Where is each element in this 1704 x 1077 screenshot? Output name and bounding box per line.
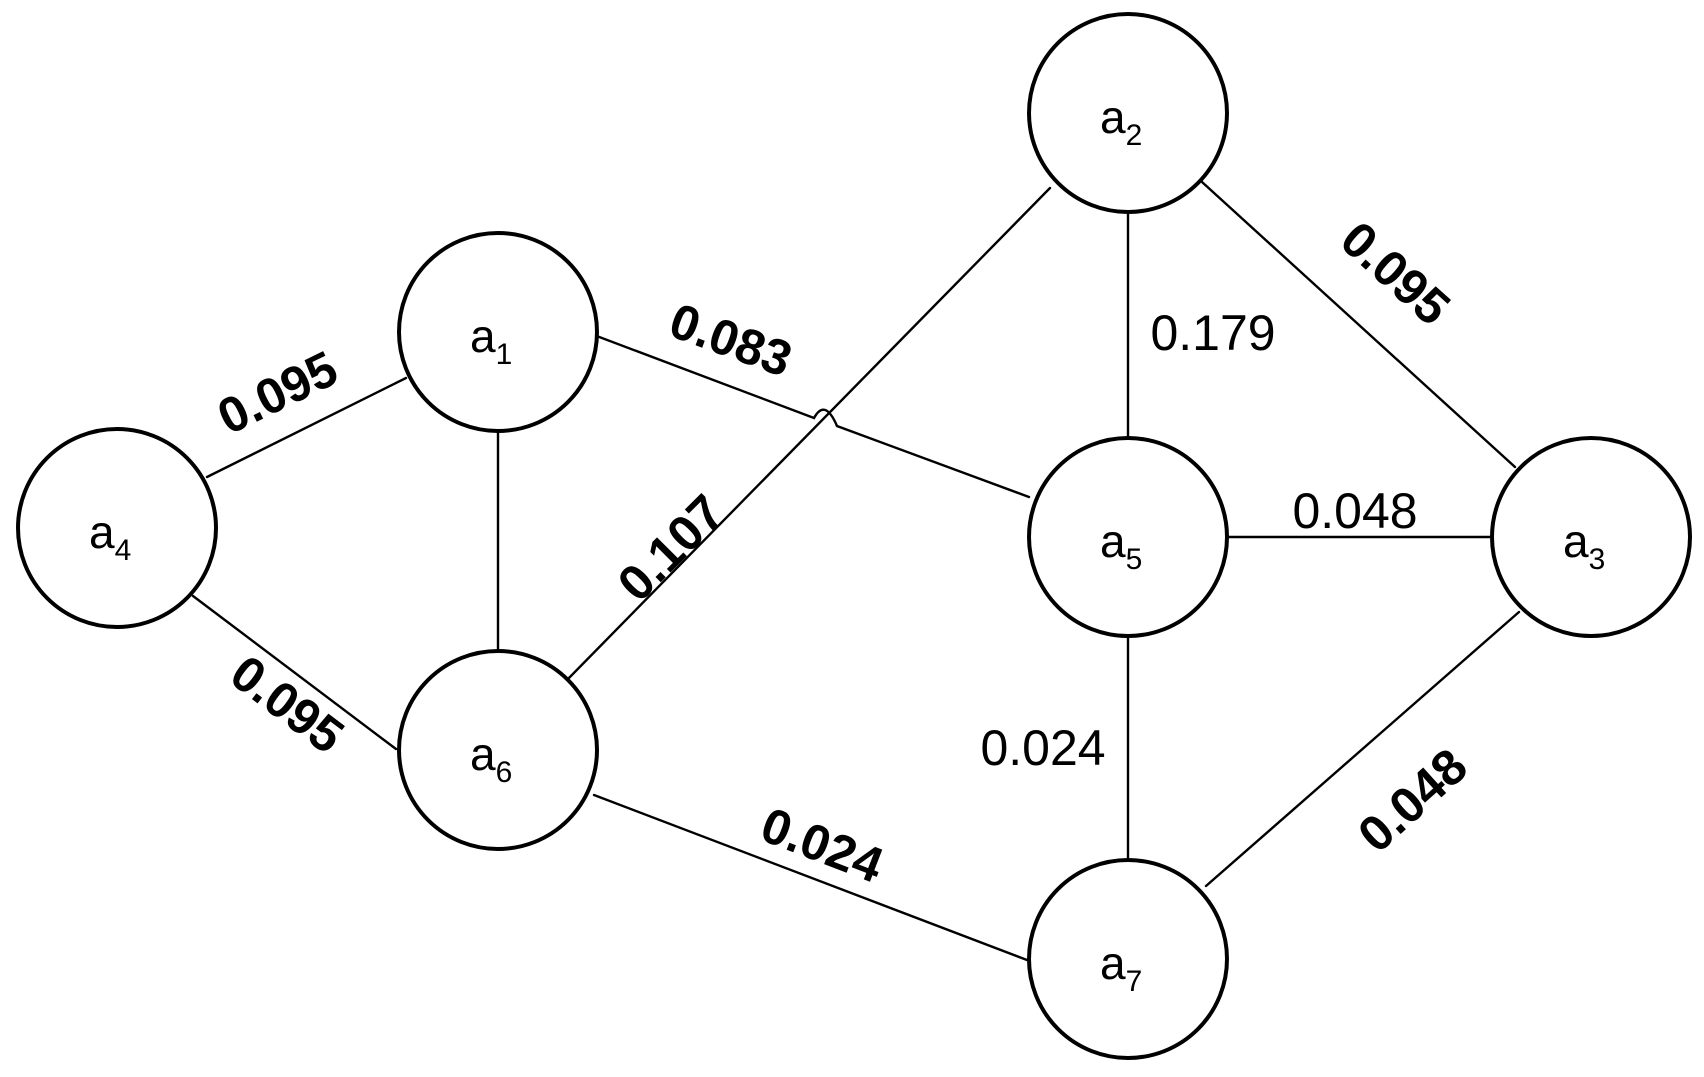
node-a6-base: a xyxy=(470,728,496,780)
node-a1-label: a1 xyxy=(470,310,512,371)
node-a7-label: a7 xyxy=(1100,937,1142,998)
edge-label-a6-a2: 0.107 xyxy=(607,484,735,612)
node-a3-base: a xyxy=(1563,515,1589,567)
node-a1-base: a xyxy=(470,310,496,362)
node-a2: a2 xyxy=(1027,12,1229,214)
node-a6-circle xyxy=(397,649,599,851)
node-a4-label: a4 xyxy=(89,506,131,567)
node-a2-label: a2 xyxy=(1100,91,1142,152)
node-a4-circle xyxy=(16,427,218,629)
node-a2-sub: 2 xyxy=(1126,119,1143,152)
node-a7: a7 xyxy=(1027,858,1229,1060)
node-a1: a1 xyxy=(397,231,599,433)
node-a1-circle xyxy=(397,231,599,433)
node-a3-label: a3 xyxy=(1563,515,1605,576)
node-a4: a4 xyxy=(16,427,218,629)
node-a5-sub: 5 xyxy=(1126,543,1143,576)
node-a7-circle xyxy=(1027,858,1229,1060)
node-a2-circle xyxy=(1027,12,1229,214)
node-a1-sub: 1 xyxy=(496,338,513,371)
edge-label-a5-a3: 0.048 xyxy=(1292,483,1417,539)
node-a5-base: a xyxy=(1100,515,1126,567)
edge-label-a4-a6: 0.095 xyxy=(220,644,354,764)
edge-label-a7-a3: 0.048 xyxy=(1347,738,1477,863)
node-a6: a6 xyxy=(397,649,599,851)
edge-label-a6-a7: 0.024 xyxy=(754,797,891,894)
edge-a6-a2 xyxy=(564,186,1052,683)
edge-a2-a3 xyxy=(1200,180,1517,469)
node-a3-sub: 3 xyxy=(1589,543,1606,576)
node-a4-base: a xyxy=(89,506,115,558)
node-a5-label: a5 xyxy=(1100,515,1142,576)
edge-label-a2-a5: 0.179 xyxy=(1150,305,1275,361)
node-a2-base: a xyxy=(1100,91,1126,143)
node-a6-label: a6 xyxy=(470,728,512,789)
edge-a4-a6 xyxy=(191,594,398,751)
node-a5-circle xyxy=(1027,436,1229,638)
edge-label-a1-a5: 0.083 xyxy=(662,292,799,387)
node-a3-circle xyxy=(1490,436,1692,638)
edge-a1-a5 xyxy=(592,333,1031,499)
node-a5: a5 xyxy=(1027,436,1229,638)
nodes-layer: a1 a2 a3 a4 a5 xyxy=(16,12,1692,1060)
node-a7-sub: 7 xyxy=(1126,965,1143,998)
edge-label-a5-a7: 0.024 xyxy=(980,720,1105,776)
edge-a4-a1 xyxy=(205,376,408,479)
node-a7-base: a xyxy=(1100,937,1126,989)
edges-layer xyxy=(191,180,1521,962)
node-a4-sub: 4 xyxy=(115,534,132,567)
edge-a6-a7 xyxy=(592,793,1029,962)
node-a6-sub: 6 xyxy=(496,756,513,789)
node-a3: a3 xyxy=(1490,436,1692,638)
edge-a7-a3 xyxy=(1204,610,1521,888)
edge-label-a4-a1: 0.095 xyxy=(209,340,346,445)
